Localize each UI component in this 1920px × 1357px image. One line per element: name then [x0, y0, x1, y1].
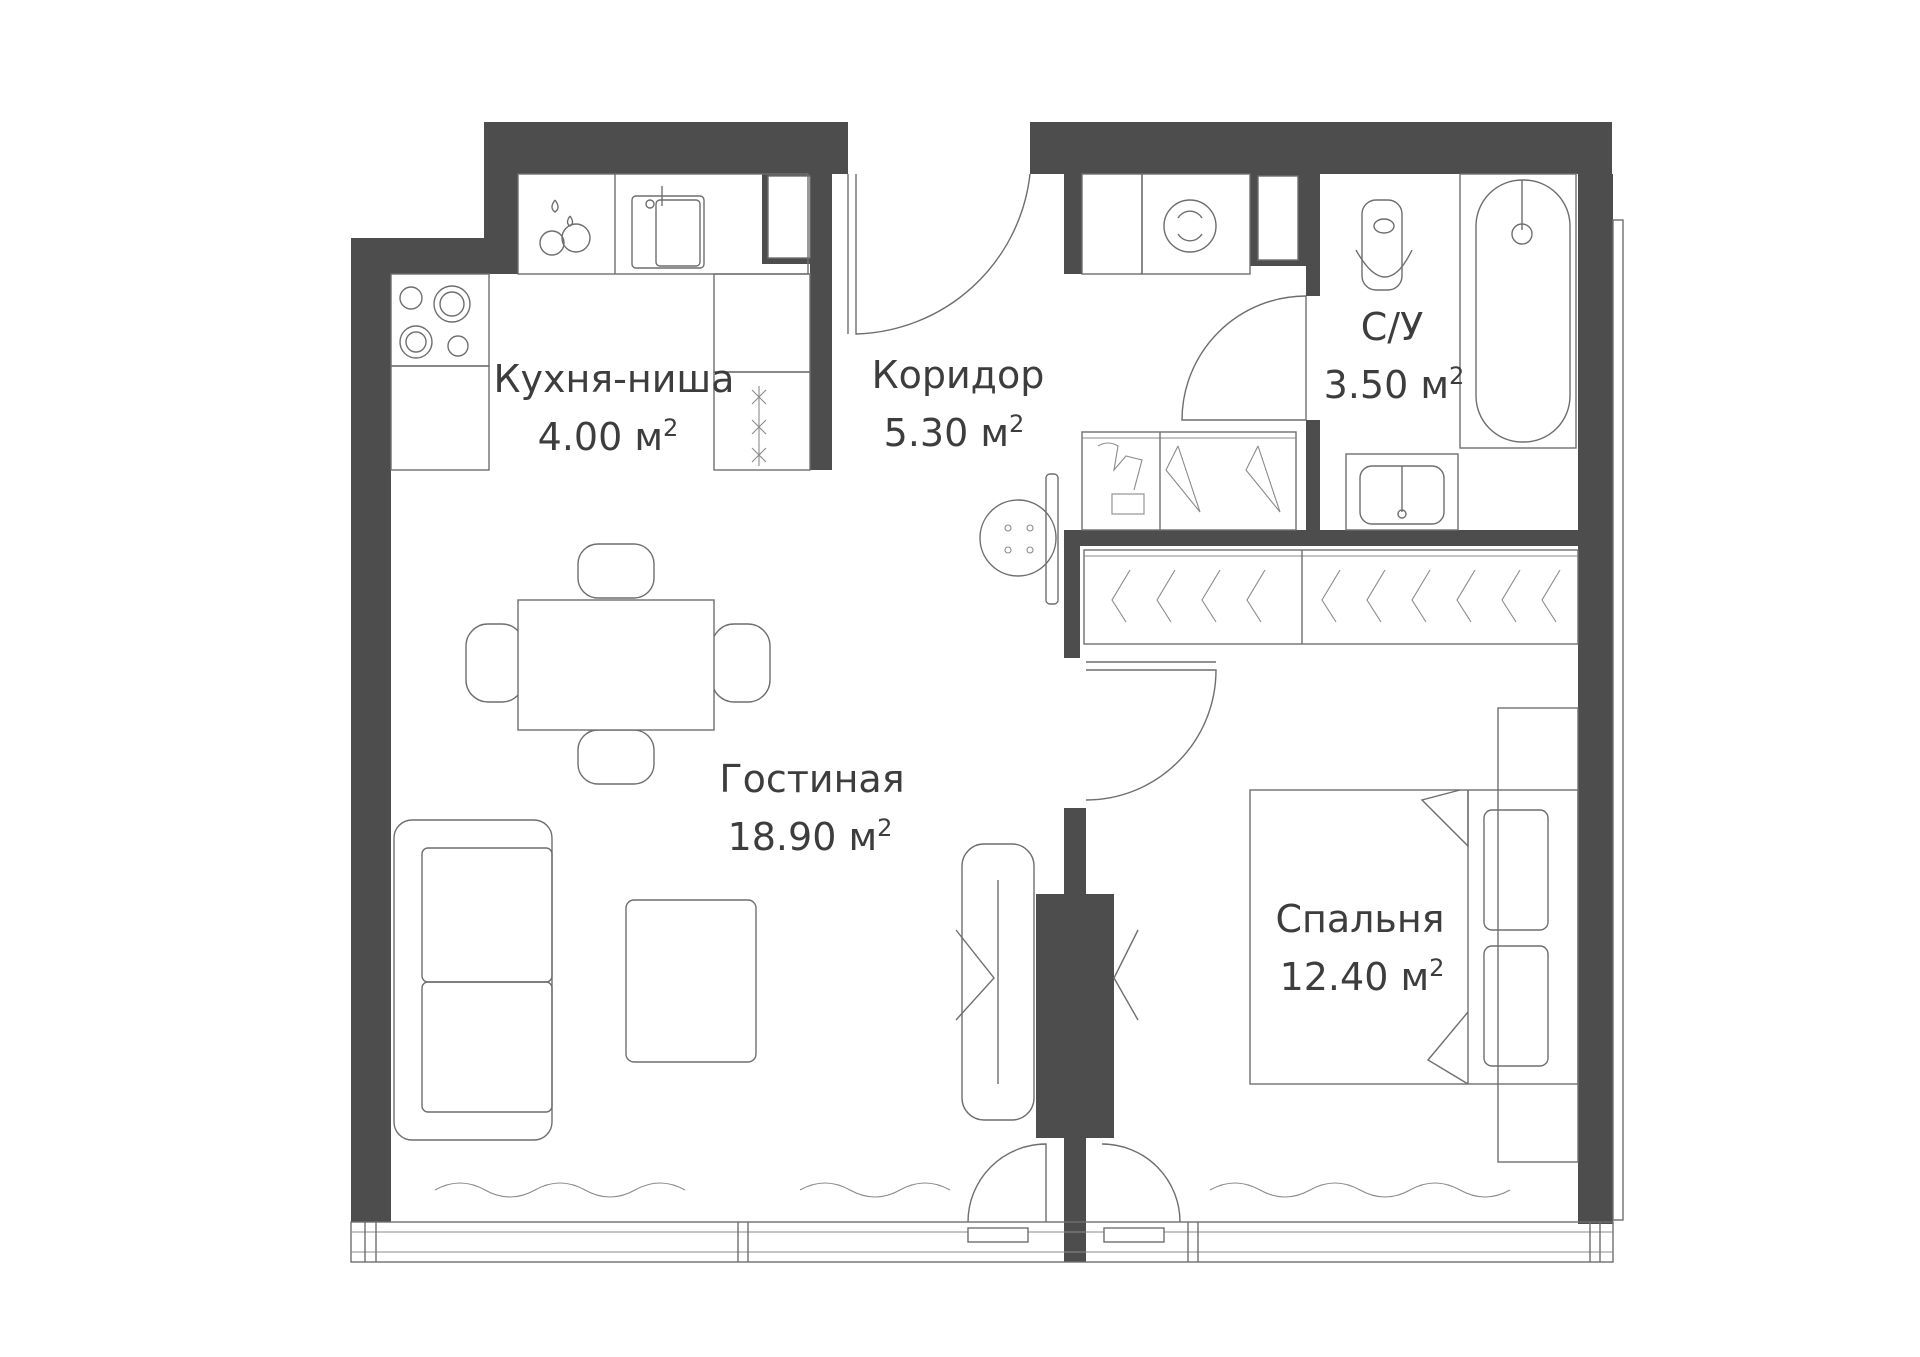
doors	[847, 173, 1307, 801]
rug	[625, 899, 757, 1063]
tv-unit	[955, 843, 1139, 1121]
fridge-icon	[751, 386, 767, 466]
chair-icon	[577, 543, 655, 599]
bedroom-area: 12.40 м	[1280, 955, 1430, 999]
living-name: Гостиная	[719, 757, 904, 801]
hanger-icon	[1111, 569, 1561, 623]
corridor-name: Коридор	[872, 353, 1045, 397]
bathroom-furniture	[1345, 173, 1577, 531]
toilet-icon	[1355, 199, 1413, 291]
kitchen-furniture	[390, 173, 811, 471]
dishwasher-icon	[539, 199, 591, 256]
chair-icon	[465, 623, 525, 703]
sofa-icon	[393, 819, 553, 1141]
corridor-furniture	[979, 173, 1579, 645]
bathtub-icon	[1459, 173, 1577, 449]
svg-text:12.40 м2: 12.40 м2	[1280, 954, 1445, 999]
kitchen-area: 4.00 м	[538, 415, 663, 459]
bedroom-name: Спальня	[1275, 897, 1444, 941]
washing-machine-icon	[1163, 199, 1217, 253]
bathroom-area: 3.50 м	[1324, 363, 1449, 407]
room-labels: Кухня-ниша 4.00 м2 Коридор 5.30 м2 С/У 3…	[494, 305, 1465, 999]
svg-text:3.50 м2: 3.50 м2	[1324, 362, 1465, 407]
chair-icon	[577, 729, 655, 785]
chair-icon	[711, 623, 771, 703]
svg-text:4.00 м2: 4.00 м2	[538, 414, 679, 459]
svg-text:5.30 м2: 5.30 м2	[884, 410, 1025, 455]
sink-icon	[631, 186, 705, 269]
bed-icon	[1249, 707, 1579, 1163]
svg-text:18.90 м2: 18.90 м2	[728, 814, 893, 859]
sink-icon	[1345, 453, 1459, 531]
living-area: 18.90 м	[728, 815, 878, 859]
windows	[350, 219, 1624, 1263]
dining-set	[465, 543, 771, 785]
hanger-icon	[1097, 442, 1281, 515]
bathroom-name: С/У	[1361, 305, 1424, 349]
kitchen-name: Кухня-ниша	[494, 357, 735, 401]
stove-icon	[399, 285, 471, 359]
corridor-area: 5.30 м	[884, 411, 1009, 455]
walls	[351, 122, 1613, 1262]
table-icon	[517, 599, 715, 731]
